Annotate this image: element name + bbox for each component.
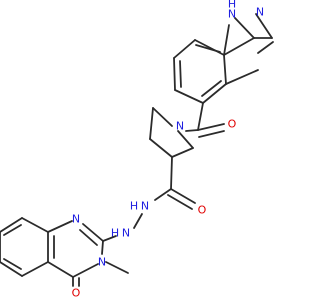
- hydrazide-nh-1-label: N: [141, 200, 149, 213]
- bond: [102, 235, 117, 242]
- bond: [202, 83, 227, 104]
- hydrazide-nh-1-h-label: H: [130, 200, 138, 213]
- bond: [0, 261, 23, 277]
- bond: [3, 258, 22, 270]
- bond: [21, 261, 49, 277]
- hydrazide-nh-2-h-label: H: [111, 227, 119, 240]
- bond: [47, 261, 74, 278]
- indazole-nh-h-label: H: [228, 0, 236, 11]
- quinazolinone-n3-label: N: [98, 256, 106, 269]
- bond: [185, 129, 199, 132]
- amide-oxygen-label: O: [228, 118, 237, 131]
- bond: [170, 188, 196, 204]
- bonds: [0, 13, 274, 287]
- bond: [72, 263, 99, 278]
- bond: [3, 224, 22, 236]
- chemical-structure-diagram: N H N O N O N H N H N N O: [0, 0, 274, 300]
- piperidine-nitrogen-label: N: [176, 120, 184, 133]
- bond: [257, 41, 274, 54]
- bond: [154, 188, 172, 201]
- bond: [197, 102, 204, 131]
- bond: [82, 223, 104, 242]
- indazole-n-label: N: [256, 6, 264, 19]
- indazole-nh-label: N: [228, 8, 236, 21]
- bond: [149, 107, 154, 140]
- bond: [173, 57, 176, 91]
- bond: [234, 17, 255, 39]
- bond: [195, 44, 221, 53]
- bond: [198, 130, 225, 138]
- bond: [223, 54, 227, 85]
- hydrazide-nh-2-label: N: [122, 227, 130, 240]
- bond: [201, 80, 222, 97]
- bond: [225, 69, 259, 85]
- quinazolinone-n1-label: N: [72, 213, 80, 226]
- bond: [197, 123, 225, 131]
- bond: [0, 217, 23, 233]
- bond: [149, 138, 173, 158]
- quinazolinone-oxygen-label: O: [72, 287, 81, 300]
- bond: [171, 147, 194, 158]
- bond: [223, 24, 230, 56]
- bond: [101, 240, 104, 255]
- bond: [47, 220, 73, 233]
- bond: [152, 107, 173, 127]
- bond: [133, 213, 143, 229]
- bond: [223, 37, 255, 56]
- bond: [255, 13, 273, 39]
- bond: [179, 60, 182, 88]
- bond: [105, 261, 129, 274]
- bond: [177, 130, 194, 149]
- bond: [79, 229, 98, 246]
- bond: [170, 156, 173, 190]
- atom-labels: N H N O N O N H N H N N O: [72, 0, 264, 300]
- bond: [173, 39, 196, 59]
- bond: [174, 89, 204, 104]
- hydrazide-oxygen-label: O: [198, 204, 207, 217]
- bond: [167, 194, 193, 210]
- bond: [21, 217, 49, 233]
